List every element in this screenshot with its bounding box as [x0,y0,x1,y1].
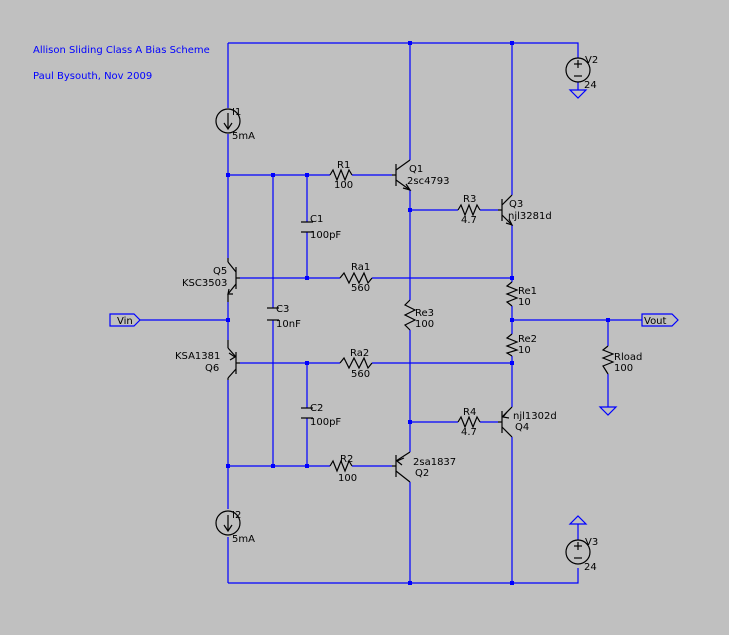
vin-label: Vin [117,316,133,327]
r2-name: R2 [340,454,353,465]
v2-name: V2 [585,55,598,66]
re1-value: 10 [518,297,531,308]
vout-label: Vout [644,316,667,327]
q4-part: njl1302d [513,411,557,422]
q3-name: Q3 [509,199,523,210]
transistor-q1[interactable] [392,159,412,192]
resistor-ra1[interactable] [339,271,373,285]
r2-value: 100 [338,473,357,484]
schematic-title: Allison Sliding Class A Bias Scheme [33,45,210,56]
i2-value: 5mA [232,534,255,545]
port-vin[interactable]: Vin [109,313,141,327]
capacitor-c3[interactable] [267,307,279,321]
resistor-re2[interactable] [505,333,519,357]
resistor-rload[interactable] [601,345,615,375]
junction-dots [226,41,610,585]
i1-name: I1 [232,107,241,118]
r4-value: 4.7 [461,427,477,438]
r3-name: R3 [463,194,476,205]
re1-name: Re1 [518,286,537,297]
resistor-r1[interactable] [329,168,353,182]
q1-part: 2sc4793 [407,176,450,187]
re2-name: Re2 [518,334,537,345]
capacitor-c2[interactable] [301,407,313,419]
resistor-re3[interactable] [403,299,417,331]
q1-name: Q1 [409,164,423,175]
i1-value: 5mA [232,131,255,142]
re3-name: Re3 [415,308,434,319]
transistor-q4[interactable] [498,406,513,438]
i2-name: I2 [232,510,241,521]
rload-value: 100 [614,363,633,374]
q4-name: Q4 [515,422,529,433]
q3-part: njl3281d [508,211,552,222]
ra1-value: 560 [351,283,370,294]
wires [140,42,642,584]
q6-part: KSA1381 [175,351,220,362]
q2-name: Q2 [415,468,429,479]
transistor-q3[interactable] [498,194,514,227]
v3-value: 24 [584,562,597,573]
c1-name: C1 [310,214,323,225]
v3-name: V3 [585,537,598,548]
schematic-author: Paul Bysouth, Nov 2009 [33,71,152,82]
r4-name: R4 [463,407,476,418]
re2-value: 10 [518,345,531,356]
ra2-value: 560 [351,369,370,380]
ra2-name: Ra2 [350,348,369,359]
q5-name: Q5 [213,266,227,277]
resistor-r4[interactable] [457,415,481,429]
ground-icon [598,406,618,416]
transistor-q5[interactable] [227,258,240,302]
c2-name: C2 [310,403,323,414]
capacitor-c1[interactable] [301,221,313,233]
resistor-r2[interactable] [329,459,353,473]
port-vout[interactable]: Vout [641,313,679,327]
voltage-source-v2[interactable] [565,57,591,83]
v2-value: 24 [584,80,597,91]
q6-name: Q6 [205,363,219,374]
ra1-name: Ra1 [351,262,370,273]
ground-icon [568,515,588,525]
re3-value: 100 [415,319,434,330]
resistor-r3[interactable] [457,203,481,217]
r3-value: 4.7 [461,215,477,226]
q2-part: 2sa1837 [413,457,456,468]
ground-icon [568,89,588,99]
current-source-i2[interactable] [215,510,241,536]
resistor-re1[interactable] [505,281,519,307]
q5-part: KSC3503 [182,278,227,289]
r1-name: R1 [337,160,350,171]
transistor-q6[interactable] [227,340,240,380]
resistor-ra2[interactable] [339,356,373,370]
c1-value: 100pF [310,230,341,241]
transistor-q2[interactable] [392,451,411,483]
rload-name: Rload [614,352,642,363]
c3-value: 10nF [276,319,301,330]
c2-value: 100pF [310,417,341,428]
component-labels: V2 24 V3 24 I1 5mA I2 5mA R1 100 R2 100 … [175,55,642,573]
r1-value: 100 [334,180,353,191]
voltage-source-v3[interactable] [565,539,591,565]
c3-name: C3 [276,304,289,315]
current-source-i1[interactable] [215,108,241,134]
